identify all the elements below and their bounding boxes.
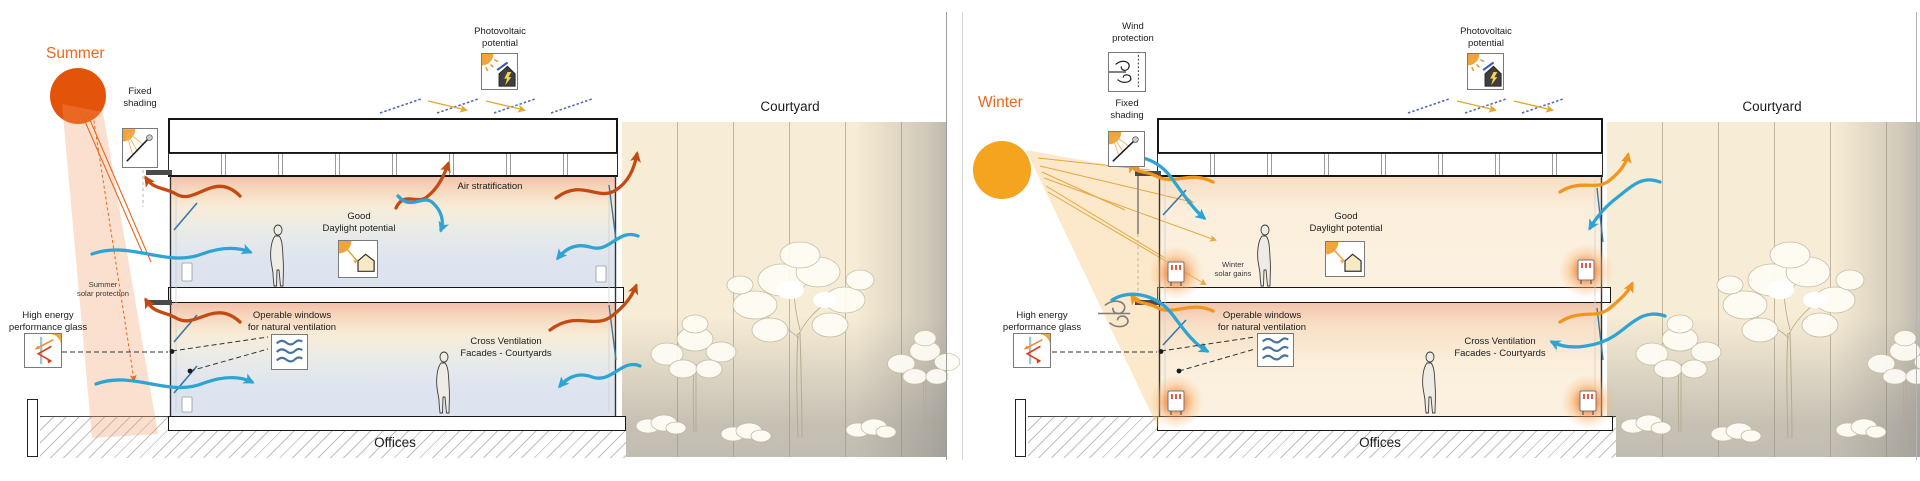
label-photovoltaic-potential: Photovoltaic potential	[474, 26, 526, 49]
label-courtyard: Courtyard	[1742, 99, 1802, 114]
retaining-wall	[27, 399, 38, 457]
courtyard-area	[1607, 122, 1920, 457]
label-operable-windows: Operable windows for natural ventilation	[247, 310, 337, 333]
roof-slab	[168, 118, 618, 154]
label-cross-ventilation: Cross Ventilation Facades - Courtyards	[460, 336, 552, 359]
fixed-shading-icon	[1108, 131, 1145, 167]
label-air-stratification: Air stratification	[457, 181, 523, 192]
photovoltaic-icon	[1467, 53, 1504, 90]
label-fixed-shading: Fixed shading	[123, 86, 157, 109]
label-offices: Offices	[1359, 435, 1401, 450]
label-courtyard: Courtyard	[760, 99, 820, 114]
label-operable-windows: Operable windows for natural ventilation	[1217, 310, 1307, 333]
label-solar-protection: Summer solar protection	[77, 280, 129, 299]
panel-divider	[946, 12, 947, 460]
image-edge-line	[1916, 12, 1917, 460]
label-fixed-shading: Fixed shading	[1110, 98, 1144, 121]
label-high-energy-glass: High energy performance glass	[1002, 310, 1082, 333]
wind-swirl-icon	[1097, 300, 1132, 328]
courtyard-area	[622, 122, 946, 457]
high-energy-glass-icon	[24, 333, 62, 368]
mid-slab	[1157, 287, 1611, 303]
panel-divider	[962, 12, 963, 460]
daylight-icon	[1325, 241, 1365, 277]
fixed-shading-icon	[122, 128, 158, 168]
label-daylight-potential: Good Daylight potential	[322, 211, 396, 234]
season-label: Summer	[46, 45, 105, 62]
clerestory-band	[168, 153, 618, 177]
wind-protection-icon	[1108, 52, 1146, 92]
roof-slab	[1157, 118, 1603, 154]
ground-slab	[168, 416, 626, 431]
label-photovoltaic-potential: Photovoltaic potential	[1460, 26, 1512, 49]
summer-sun-icon	[50, 68, 106, 124]
season-label: Winter	[978, 94, 1023, 111]
label-offices: Offices	[374, 435, 416, 450]
panel-winter: Winter Wind protection Fixed shading Pho…	[960, 0, 1920, 481]
label-cross-ventilation: Cross Ventilation Facades - Courtyards	[1454, 336, 1546, 359]
label-winter-solar-gains: Winter solar gains	[1214, 260, 1252, 279]
daylight-icon	[338, 240, 378, 278]
winter-sun-icon	[973, 141, 1031, 199]
panel-summer: Summer Fixed shading Photovoltaic potent…	[8, 12, 960, 460]
lower-floor	[170, 303, 616, 416]
high-energy-glass-icon	[1013, 333, 1051, 368]
photovoltaic-icon	[481, 53, 518, 90]
operable-windows-icon	[1257, 333, 1294, 367]
mid-slab	[168, 287, 624, 303]
label-wind-protection: Wind protection	[1112, 21, 1154, 44]
ground-slab	[1157, 416, 1613, 431]
retaining-wall	[1015, 399, 1026, 457]
label-daylight-potential: Good Daylight potential	[1309, 211, 1383, 234]
clerestory-band	[1157, 153, 1603, 177]
label-high-energy-glass: High energy performance glass	[8, 310, 88, 333]
operable-windows-icon	[271, 334, 308, 370]
